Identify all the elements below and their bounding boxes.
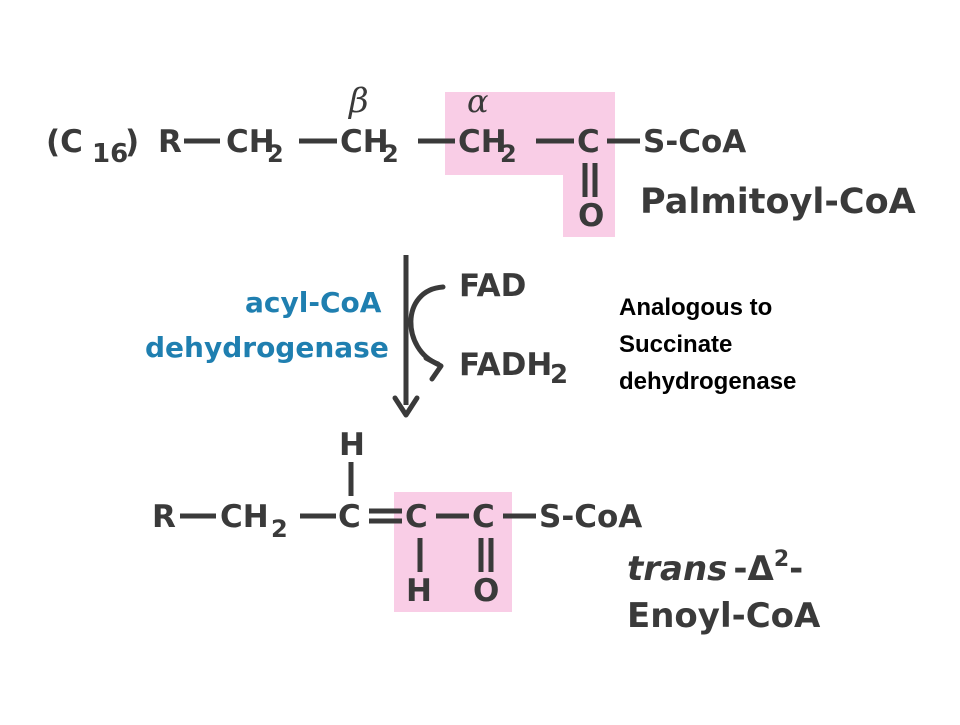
h-subscript: 2 bbox=[271, 515, 288, 543]
curved-arrow-head bbox=[423, 355, 444, 382]
product-atom-scoa: S-CoA bbox=[539, 499, 642, 535]
product-top-h: H bbox=[339, 427, 365, 463]
chain-length-subscript: 16 bbox=[92, 139, 128, 169]
note-line-2: Succinate bbox=[619, 331, 732, 358]
product-bottom-h: H bbox=[406, 573, 432, 609]
substrate-atom-ch2-beta: CH bbox=[340, 124, 389, 160]
product-name-dash: - bbox=[733, 549, 747, 589]
curved-arrow-icon bbox=[408, 284, 446, 367]
product-structure: H R CH 2 C C C S-CoA H O trans-Δ2- Enoyl… bbox=[152, 427, 821, 636]
note-line-3: dehydrogenase bbox=[619, 368, 796, 395]
substrate-highlight bbox=[445, 92, 615, 237]
substrate-atom-r: R bbox=[158, 124, 182, 160]
cofactor-fadh2: FADH bbox=[459, 347, 552, 383]
substrate-atom-ch2-alpha: CH bbox=[458, 124, 507, 160]
h-subscript: 2 bbox=[382, 140, 399, 168]
down-arrow-head bbox=[392, 395, 420, 418]
analogy-note: Analogous to Succinate dehydrogenase bbox=[619, 294, 796, 395]
product-name-superscript: 2 bbox=[774, 547, 789, 572]
reaction-step: acyl-CoA dehydrogenase FAD FADH 2 bbox=[145, 255, 568, 418]
cofactor-fadh2-subscript: 2 bbox=[550, 360, 568, 390]
enzyme-name-line2: dehydrogenase bbox=[145, 331, 389, 364]
substrate-name: Palmitoyl-CoA bbox=[640, 182, 916, 222]
enzyme-name-line1: acyl-CoA bbox=[245, 286, 382, 319]
substrate-atom-carbonyl-c: C bbox=[577, 124, 600, 160]
chain-length-close: ) bbox=[125, 124, 139, 160]
product-name-suffix: - bbox=[789, 549, 803, 589]
product-carbonyl-oxygen: O bbox=[473, 573, 499, 609]
h-subscript: 2 bbox=[267, 140, 284, 168]
product-atom-c-alpha: C bbox=[405, 499, 428, 535]
product-name-delta: Δ bbox=[748, 549, 775, 589]
substrate-atom-ch2-1: CH bbox=[226, 124, 275, 160]
substrate-carbonyl-oxygen: O bbox=[578, 198, 604, 234]
product-atom-c-beta: C bbox=[338, 499, 361, 535]
product-name-trans: trans bbox=[627, 549, 727, 589]
substrate-structure: (C 16 ) R CH 2 β CH 2 α CH 2 C S-CoA O P… bbox=[46, 81, 916, 234]
chain-length-label: (C bbox=[46, 124, 83, 160]
cofactor-fad: FAD bbox=[459, 268, 526, 304]
h-subscript: 2 bbox=[500, 140, 517, 168]
beta-label: β bbox=[347, 81, 369, 121]
product-atom-r: R bbox=[152, 499, 176, 535]
product-atom-ch2: CH bbox=[220, 499, 269, 535]
note-line-1: Analogous to bbox=[619, 294, 772, 321]
product-name-line1: trans-Δ2- bbox=[627, 547, 803, 589]
substrate-atom-scoa: S-CoA bbox=[643, 124, 746, 160]
product-name-line2: Enoyl-CoA bbox=[627, 596, 821, 636]
alpha-label: α bbox=[467, 82, 489, 120]
product-atom-carbonyl-c: C bbox=[472, 499, 495, 535]
